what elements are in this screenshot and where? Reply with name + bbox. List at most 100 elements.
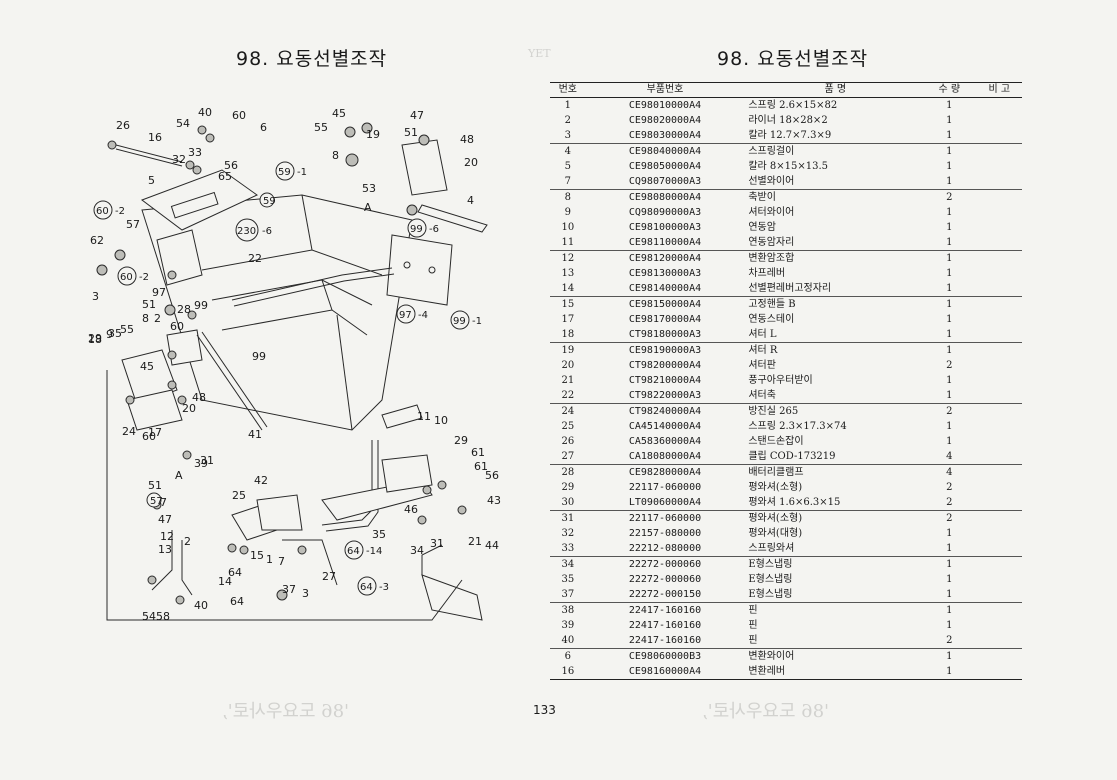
bleed-text-top: YET	[528, 47, 551, 60]
cell-part-no: 22272-000060	[628, 573, 702, 585]
callout: 65	[218, 170, 232, 183]
cell-remarks	[977, 281, 1023, 297]
cell-qty: 1	[946, 236, 953, 248]
header-part-no: 부품번호	[585, 82, 745, 98]
cell-qty: 1	[946, 206, 953, 218]
callout-circled: 99	[410, 224, 423, 235]
cell-qty: 1	[946, 542, 953, 554]
cell-name: 연동암자리	[748, 236, 795, 248]
cell-name: 평와셔 1.6×6.3×15	[748, 496, 841, 508]
left-page-title: 98. 요동선별조작	[236, 48, 388, 70]
callout: 8	[142, 312, 149, 325]
cell-qty: 1	[946, 374, 953, 386]
cell-no: 30	[561, 496, 575, 508]
cell-no: 12	[550, 250, 586, 266]
cell-no: 20	[561, 359, 575, 371]
callout: 35	[372, 528, 386, 541]
cell-part-no: CE98050000A4	[628, 160, 702, 172]
cell-remarks	[977, 174, 1023, 190]
cell-no: 37	[561, 588, 575, 600]
cell-remarks	[977, 159, 1023, 174]
header-name: 품 명	[744, 82, 923, 98]
cell-remarks	[977, 480, 1023, 495]
cell-name: 핀	[748, 634, 758, 646]
cell-remarks	[977, 449, 1023, 465]
cell-remarks	[976, 664, 1022, 680]
cell-part-no: 22272-000150	[628, 588, 702, 600]
cell-name: 평와셔(소형)	[744, 510, 923, 526]
callout: 47	[158, 513, 172, 526]
cell-part-no: CA18080000A4	[628, 450, 702, 462]
cell-name: 변환암조합	[744, 250, 923, 266]
cell-part-no: 22417-160160	[585, 602, 745, 618]
cell-no: 15	[550, 296, 586, 312]
callout: 10	[434, 414, 448, 427]
callout: 64	[228, 566, 242, 579]
cell-remarks	[977, 526, 1023, 541]
cell-remarks	[977, 220, 1023, 235]
cell-qty: 2	[922, 403, 977, 419]
cell-name: 핀	[748, 619, 758, 631]
cell-qty: 1	[946, 619, 953, 631]
cell-part-no: CE98130000A3	[628, 267, 702, 279]
cell-part-no: CT98210000A4	[628, 374, 702, 386]
cell-remarks	[976, 464, 1022, 480]
cell-remarks	[977, 618, 1023, 633]
cell-name: 연동스테이	[748, 313, 795, 325]
cell-qty: 1	[946, 99, 953, 111]
callout: 42	[254, 474, 268, 487]
callout-suffix: -4	[418, 310, 428, 321]
callout: 61	[474, 460, 488, 473]
cell-part-no: CE98040000A4	[585, 143, 745, 159]
cell-qty: 2	[946, 359, 953, 371]
cell-part-no: CE98020000A4	[628, 114, 702, 126]
callout-suffix: -14	[366, 546, 382, 557]
callout: 28	[177, 303, 191, 316]
callout: 1	[266, 553, 273, 566]
cell-no: 5	[564, 160, 571, 172]
cell-name: 축받이	[744, 189, 923, 205]
callout: 56	[485, 469, 499, 482]
callout-circled: 64	[347, 546, 360, 557]
cell-no: 3	[564, 129, 571, 141]
callout: 33	[188, 146, 202, 159]
cell-no: 24	[550, 403, 586, 419]
callout: 54	[176, 117, 190, 130]
cell-part-no: CT98220000A3	[628, 389, 702, 401]
callout: 97	[152, 286, 166, 299]
cell-no: 14	[561, 282, 575, 294]
cell-no: 39	[561, 619, 575, 631]
callout: 11	[417, 410, 431, 423]
cell-remarks	[977, 572, 1023, 587]
callout: 3	[302, 587, 309, 600]
cell-remarks	[977, 373, 1023, 388]
callout: A	[364, 201, 372, 214]
callout: 16	[148, 131, 162, 144]
cell-name: 연동암	[748, 221, 776, 233]
cell-remarks	[977, 98, 1023, 114]
cell-no: 22	[561, 389, 575, 401]
cell-name: 셔터와이어	[748, 206, 795, 218]
cell-name: 클립 COD-173219	[748, 450, 836, 462]
cell-part-no: 22272-000060	[585, 556, 745, 572]
cell-part-no: CE98190000A3	[585, 342, 745, 358]
cell-qty: 1	[946, 435, 953, 447]
cell-qty: 1	[946, 588, 953, 600]
cell-remarks	[977, 495, 1023, 511]
cell-name: 스프링 2.3×17.3×74	[748, 420, 847, 432]
cell-no: 13	[561, 267, 575, 279]
cell-remarks	[977, 205, 1023, 220]
callout: 18	[88, 333, 102, 346]
cell-remarks	[976, 602, 1022, 618]
callout: 51	[142, 298, 156, 311]
